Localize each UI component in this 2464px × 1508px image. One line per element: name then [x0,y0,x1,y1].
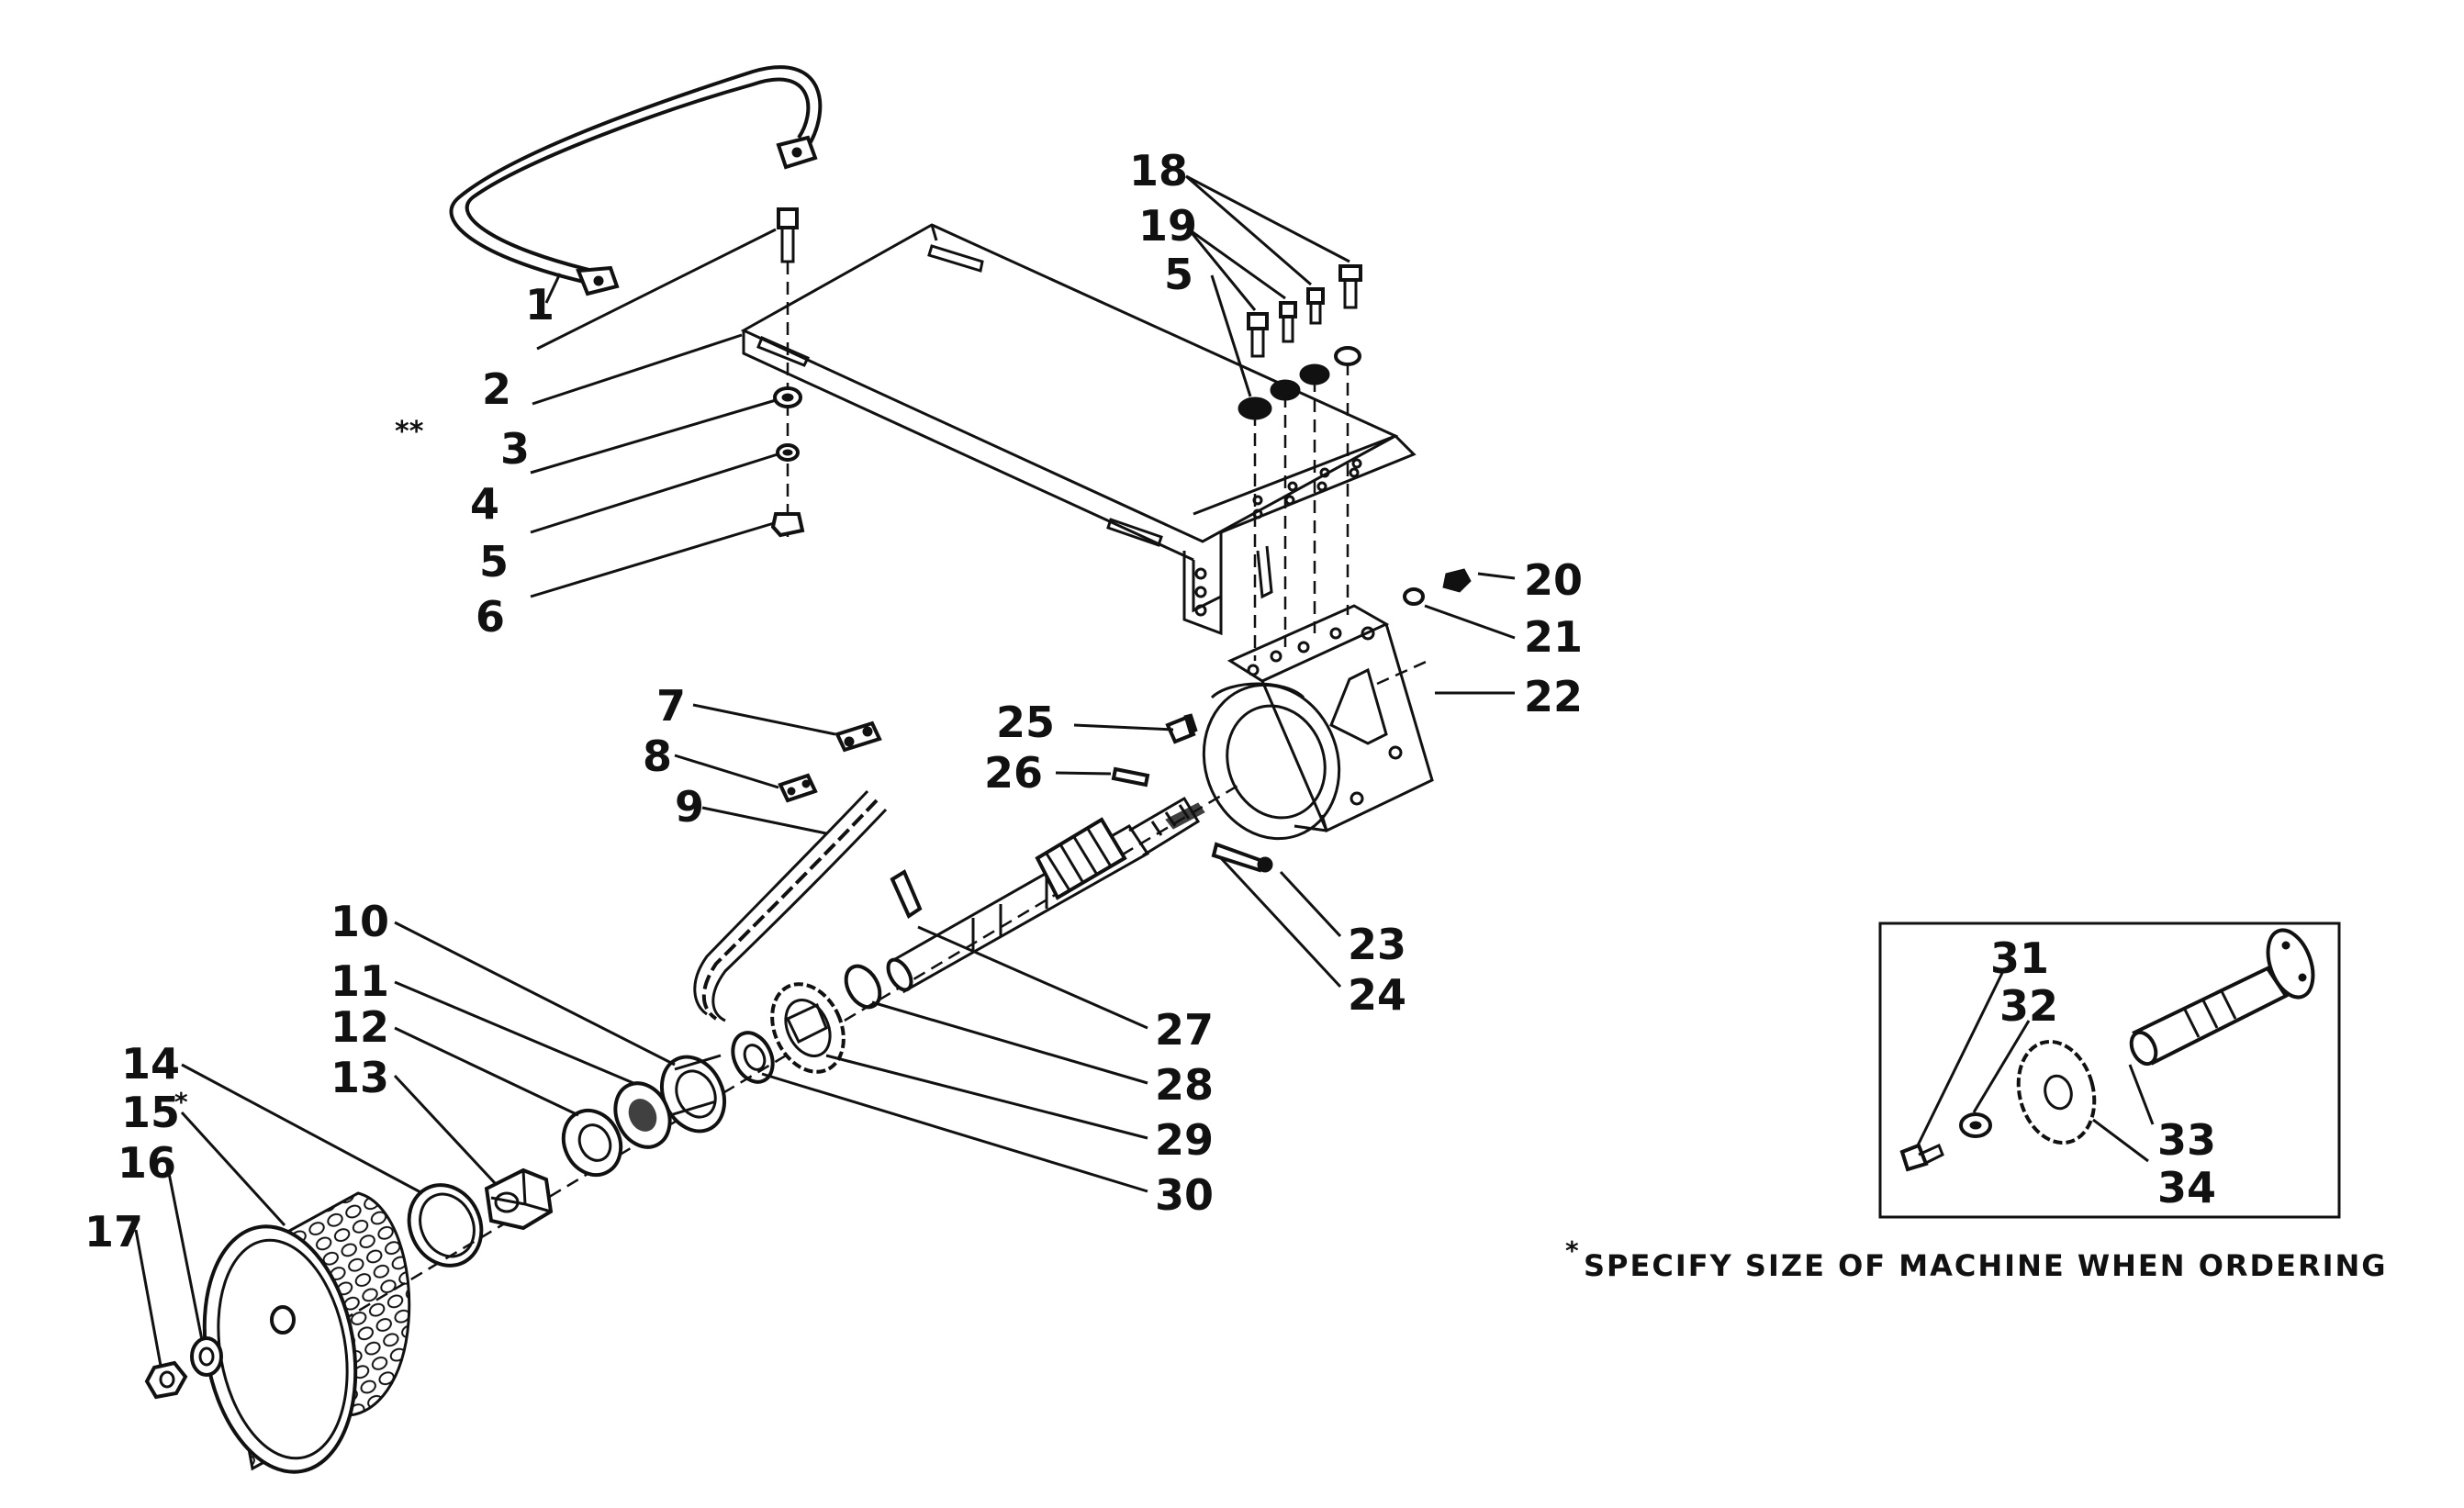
callout-21: 21 [1524,612,1583,662]
callout-26: 26 [984,748,1043,798]
callout-18: 18 [1129,146,1188,195]
callout-25: 25 [996,698,1055,747]
callout-2: 2 [482,364,511,414]
callout-32: 32 [1999,981,2058,1031]
callout-29: 29 [1155,1115,1214,1165]
callout-11: 11 [330,956,389,1006]
callout-22: 22 [1524,672,1583,721]
bolt-hardware-stack [770,207,805,542]
callout-8: 8 [643,732,672,781]
callout-28: 28 [1155,1060,1214,1110]
callout-13: 13 [330,1053,389,1102]
double-star-mark: ** [395,416,424,448]
callout-34: 34 [2157,1163,2216,1212]
sprocket-bearing-group [407,964,882,1268]
callout-labels: 1 2 3 4 5 6 7 8 9 10 11 12 13 14 15 * 16… [84,146,2216,1257]
callout-14: 14 [121,1039,180,1089]
callout-4: 4 [470,479,499,529]
ordering-note: * SPECIFY SIZE OF MACHINE WHEN ORDERING [1565,1235,2388,1283]
callout-1: 1 [525,280,554,330]
callout-31: 31 [1990,933,2049,983]
mounting-plate-part [740,223,1417,636]
shaft-part [219,713,1273,1395]
right-bolt-group [1238,264,1362,661]
callout-23: 23 [1348,920,1406,969]
roller-part [144,1191,411,1474]
callout-15: 15 [121,1088,180,1137]
callout-19: 19 [1138,201,1197,251]
bearing-housing-part [1202,568,1472,841]
cable-part [449,65,823,296]
callout-5-right: 5 [1164,250,1193,299]
callout-7: 7 [656,681,686,731]
callout-15-star: * [174,1087,188,1117]
callout-17: 17 [84,1207,143,1257]
sprocket-part [770,982,846,1074]
callout-27: 27 [1155,1005,1214,1055]
leader-lines [134,174,2155,1367]
callout-16: 16 [118,1138,176,1188]
chain-part [693,720,888,1022]
callout-24: 24 [1348,970,1406,1020]
inset-detail-box [1878,922,2341,1219]
callout-12: 12 [330,1002,389,1052]
callout-6: 6 [476,592,505,642]
note-text: SPECIFY SIZE OF MACHINE WHEN ORDERING [1584,1248,2388,1283]
callout-30: 30 [1155,1170,1214,1220]
note-star: * [1565,1235,1579,1266]
callout-33: 33 [2157,1115,2216,1165]
callout-3: 3 [500,424,530,474]
callout-20: 20 [1524,555,1583,605]
callout-10: 10 [330,897,389,946]
callout-5: 5 [479,537,509,586]
callout-9: 9 [675,782,704,832]
